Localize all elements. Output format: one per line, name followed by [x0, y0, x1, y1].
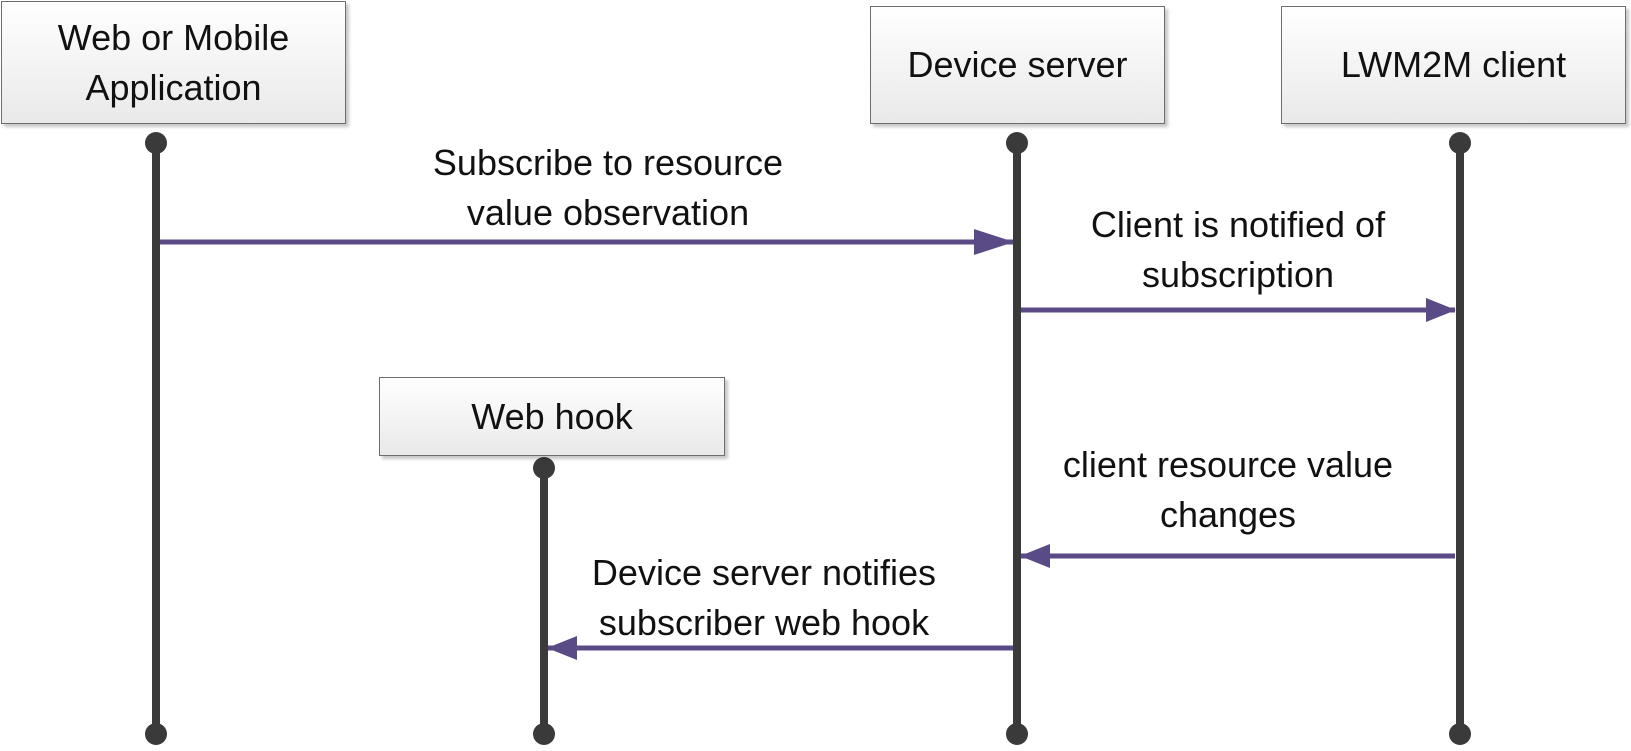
message-notify-client-label: Client is notified of subscription [1038, 200, 1438, 300]
message-value-changes-line2: changes [1159, 494, 1297, 535]
participant-hook-label: Web hook [471, 395, 633, 437]
message-notify-hook-line1: Device server notifies [591, 552, 937, 593]
lifeline-client [1449, 132, 1471, 745]
participant-hook: Web hook [379, 377, 725, 456]
lifeline-server [1006, 132, 1028, 745]
lifeline-app [145, 132, 167, 745]
participant-app-line1: Web or Mobile [57, 16, 290, 58]
message-notify-hook-label: Device server notifies subscriber web ho… [564, 548, 964, 648]
participant-app-line2: Application [85, 66, 262, 108]
lifeline-hook [533, 457, 555, 745]
message-value-changes-line1: client resource value [1062, 444, 1394, 485]
message-value-changes-label: client resource value changes [1028, 440, 1428, 540]
participant-app: Web or Mobile Application [1, 1, 346, 124]
message-subscribe-label: Subscribe to resource value observation [308, 138, 908, 238]
message-notify-hook-line2: subscriber web hook [598, 602, 930, 643]
message-notify-client-line2: subscription [1141, 254, 1335, 295]
message-notify-client-line1: Client is notified of [1090, 204, 1386, 245]
message-subscribe-line1: Subscribe to resource [432, 142, 784, 183]
participant-server-label: Device server [907, 44, 1128, 85]
message-subscribe-line2: value observation [466, 192, 750, 233]
participant-client-label: LWM2M client [1340, 44, 1567, 85]
participant-server: Device server [870, 6, 1165, 124]
participant-client: LWM2M client [1281, 6, 1626, 124]
